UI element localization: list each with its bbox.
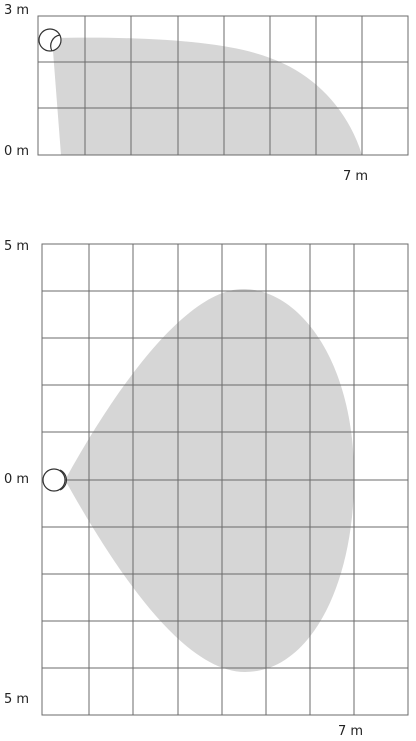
side-grid — [38, 16, 408, 155]
top-grid — [42, 244, 408, 715]
side-grid-frame — [37, 15, 409, 156]
top-center-label: 0 m — [4, 472, 29, 487]
top-left-label: 5 m — [4, 239, 29, 254]
top-range-label: 7 m — [338, 724, 363, 739]
top-grid-frame — [41, 243, 409, 716]
side-detection-area — [52, 37, 362, 156]
top-right-label: 5 m — [4, 692, 29, 707]
top-view: 5 m 0 m 5 m 7 m — [4, 239, 409, 739]
side-height-label: 3 m — [4, 3, 29, 18]
top-sensor-icon — [42, 468, 68, 492]
side-sensor-icon — [38, 28, 62, 52]
side-range-label: 7 m — [343, 169, 368, 184]
side-floor-label: 0 m — [4, 144, 29, 159]
side-view: 3 m 0 m 7 m — [4, 3, 409, 184]
